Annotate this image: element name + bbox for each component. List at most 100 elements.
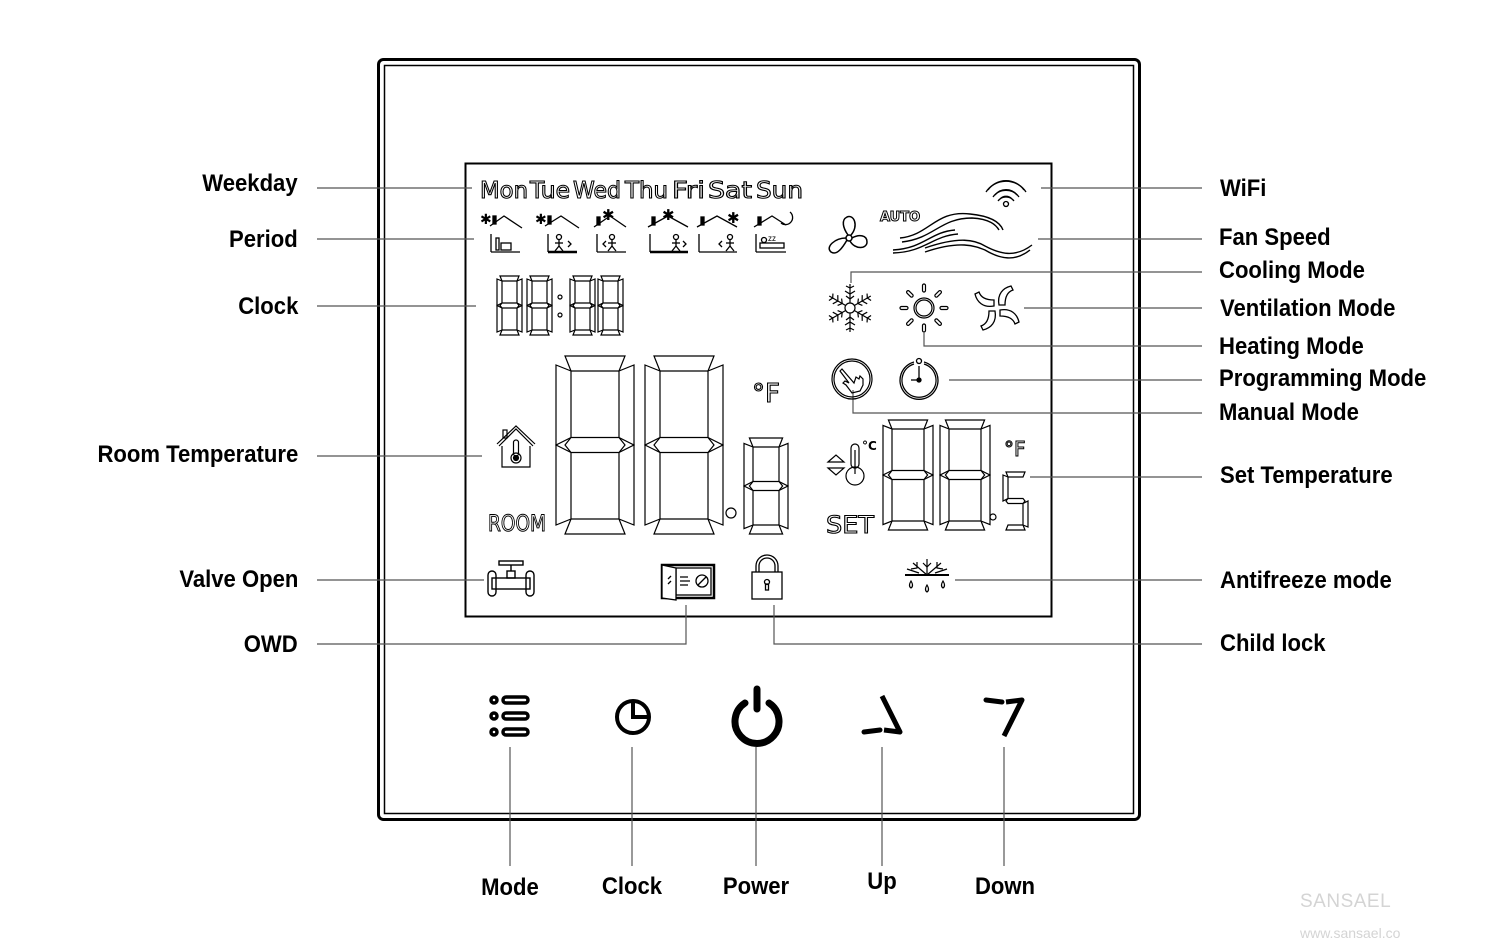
segment-b	[980, 424, 991, 476]
segment-b	[589, 278, 596, 307]
segment-b	[618, 364, 635, 446]
valve-open-icon	[487, 560, 535, 597]
down-triangle-icon	[983, 697, 1025, 738]
label-fan-speed: Fan Speed	[1219, 224, 1331, 251]
segment-c	[546, 304, 553, 333]
clock-icon	[615, 699, 651, 735]
child-lock-icon	[751, 554, 783, 600]
segment-f	[743, 442, 754, 487]
segment-d	[529, 329, 550, 336]
set-label: SET	[826, 511, 874, 539]
svg-text:✱: ✱	[480, 211, 492, 227]
period-icons: ✱ ✱ ✱ ✱	[480, 207, 794, 254]
room-unit: °F	[752, 379, 780, 409]
segment-a	[887, 419, 929, 430]
label-owd: OWD	[244, 631, 298, 658]
segment-a	[748, 437, 784, 448]
segment-f	[882, 424, 893, 476]
leader-lines	[317, 187, 1202, 866]
fan-icon	[828, 215, 868, 254]
weekday-fri: Fri	[672, 178, 705, 204]
segment-d	[653, 518, 715, 535]
weekday-sat: Sat	[708, 178, 752, 204]
power-button[interactable]	[731, 685, 783, 747]
heating-sun-icon	[899, 283, 949, 333]
decimal-dot	[557, 312, 563, 318]
segment-a	[600, 275, 621, 282]
segment-a	[564, 355, 626, 372]
segment-a	[499, 275, 520, 282]
svg-text:✱: ✱	[535, 211, 547, 227]
label-wifi: WiFi	[1220, 175, 1267, 202]
segment-g	[529, 302, 550, 309]
segment-a	[944, 419, 986, 430]
set-unit-c: °C	[862, 439, 877, 453]
up-button[interactable]	[861, 694, 903, 735]
segment-d	[1005, 524, 1026, 531]
segment-g	[944, 469, 986, 481]
segment-g	[653, 436, 715, 454]
segment-f	[939, 424, 950, 476]
antifreeze-icon	[905, 559, 949, 593]
segment-f	[597, 278, 604, 307]
weekday-tue: Tue	[529, 178, 570, 204]
segment-d	[944, 520, 986, 531]
fan-speed-waves	[892, 212, 1033, 259]
set-temp-display	[882, 419, 1029, 531]
segment-a	[529, 275, 550, 282]
label-down-button: Down	[974, 873, 1036, 900]
segment-g	[564, 436, 626, 454]
segment-c	[516, 304, 523, 333]
ventilation-fan-icon	[974, 285, 1020, 331]
weekday-wed: Wed	[573, 178, 621, 204]
programming-clock-icon	[899, 357, 939, 400]
segment-e	[496, 304, 503, 333]
power-icon	[731, 685, 783, 747]
svg-text:zz: zz	[768, 234, 776, 243]
label-cooling-mode: Cooling Mode	[1219, 257, 1365, 284]
fan-auto-label: AUTO	[880, 210, 920, 225]
segment-b	[516, 278, 523, 307]
down-button[interactable]	[983, 697, 1025, 738]
manual-mode-hand-icon	[831, 358, 873, 400]
segment-f	[569, 278, 576, 307]
room-temp-display	[555, 355, 789, 535]
wifi-icon	[985, 180, 1027, 208]
period-return-icon: ✱	[593, 207, 627, 253]
label-manual-mode: Manual Mode	[1219, 399, 1359, 426]
segment-c	[980, 474, 991, 526]
clock-button[interactable]	[615, 699, 651, 735]
label-heating-mode: Heating Mode	[1219, 333, 1364, 360]
label-mode-button: Mode	[481, 874, 539, 901]
room-label: ROOM	[488, 512, 546, 537]
weekday-sun: Sun	[756, 178, 803, 204]
cooling-snowflake-icon	[826, 284, 874, 333]
label-valve-open: Valve Open	[178, 566, 298, 593]
label-period: Period	[229, 226, 298, 253]
weekday-row: Mon Tue Wed Thu Fri Sat Sun	[479, 177, 803, 204]
mode-button[interactable]	[489, 695, 530, 737]
segment-b	[707, 364, 724, 446]
watermark-url: www.sansael.co	[1300, 925, 1401, 941]
period-wake-icon: ✱	[480, 211, 523, 253]
segment-c	[617, 304, 624, 333]
label-set-temperature: Set Temperature	[1220, 462, 1393, 489]
label-child-lock: Child lock	[1220, 630, 1326, 657]
segment-g	[499, 302, 520, 309]
weekday-mon: Mon	[480, 178, 528, 204]
watermark-brand: SANSAEL	[1300, 891, 1392, 912]
segment-g	[600, 302, 621, 309]
label-clock-button: Clock	[601, 873, 663, 900]
segment-e	[882, 474, 893, 526]
segment-e	[569, 304, 576, 333]
lcd-screen	[464, 162, 1053, 618]
segment-g	[1005, 497, 1026, 505]
segment-a	[1005, 471, 1026, 478]
mode-list-icon	[489, 695, 530, 737]
segment-d	[499, 329, 520, 336]
segment-g	[887, 469, 929, 481]
segment-d	[887, 520, 929, 531]
segment-a	[653, 355, 715, 372]
segment-c	[778, 485, 789, 530]
